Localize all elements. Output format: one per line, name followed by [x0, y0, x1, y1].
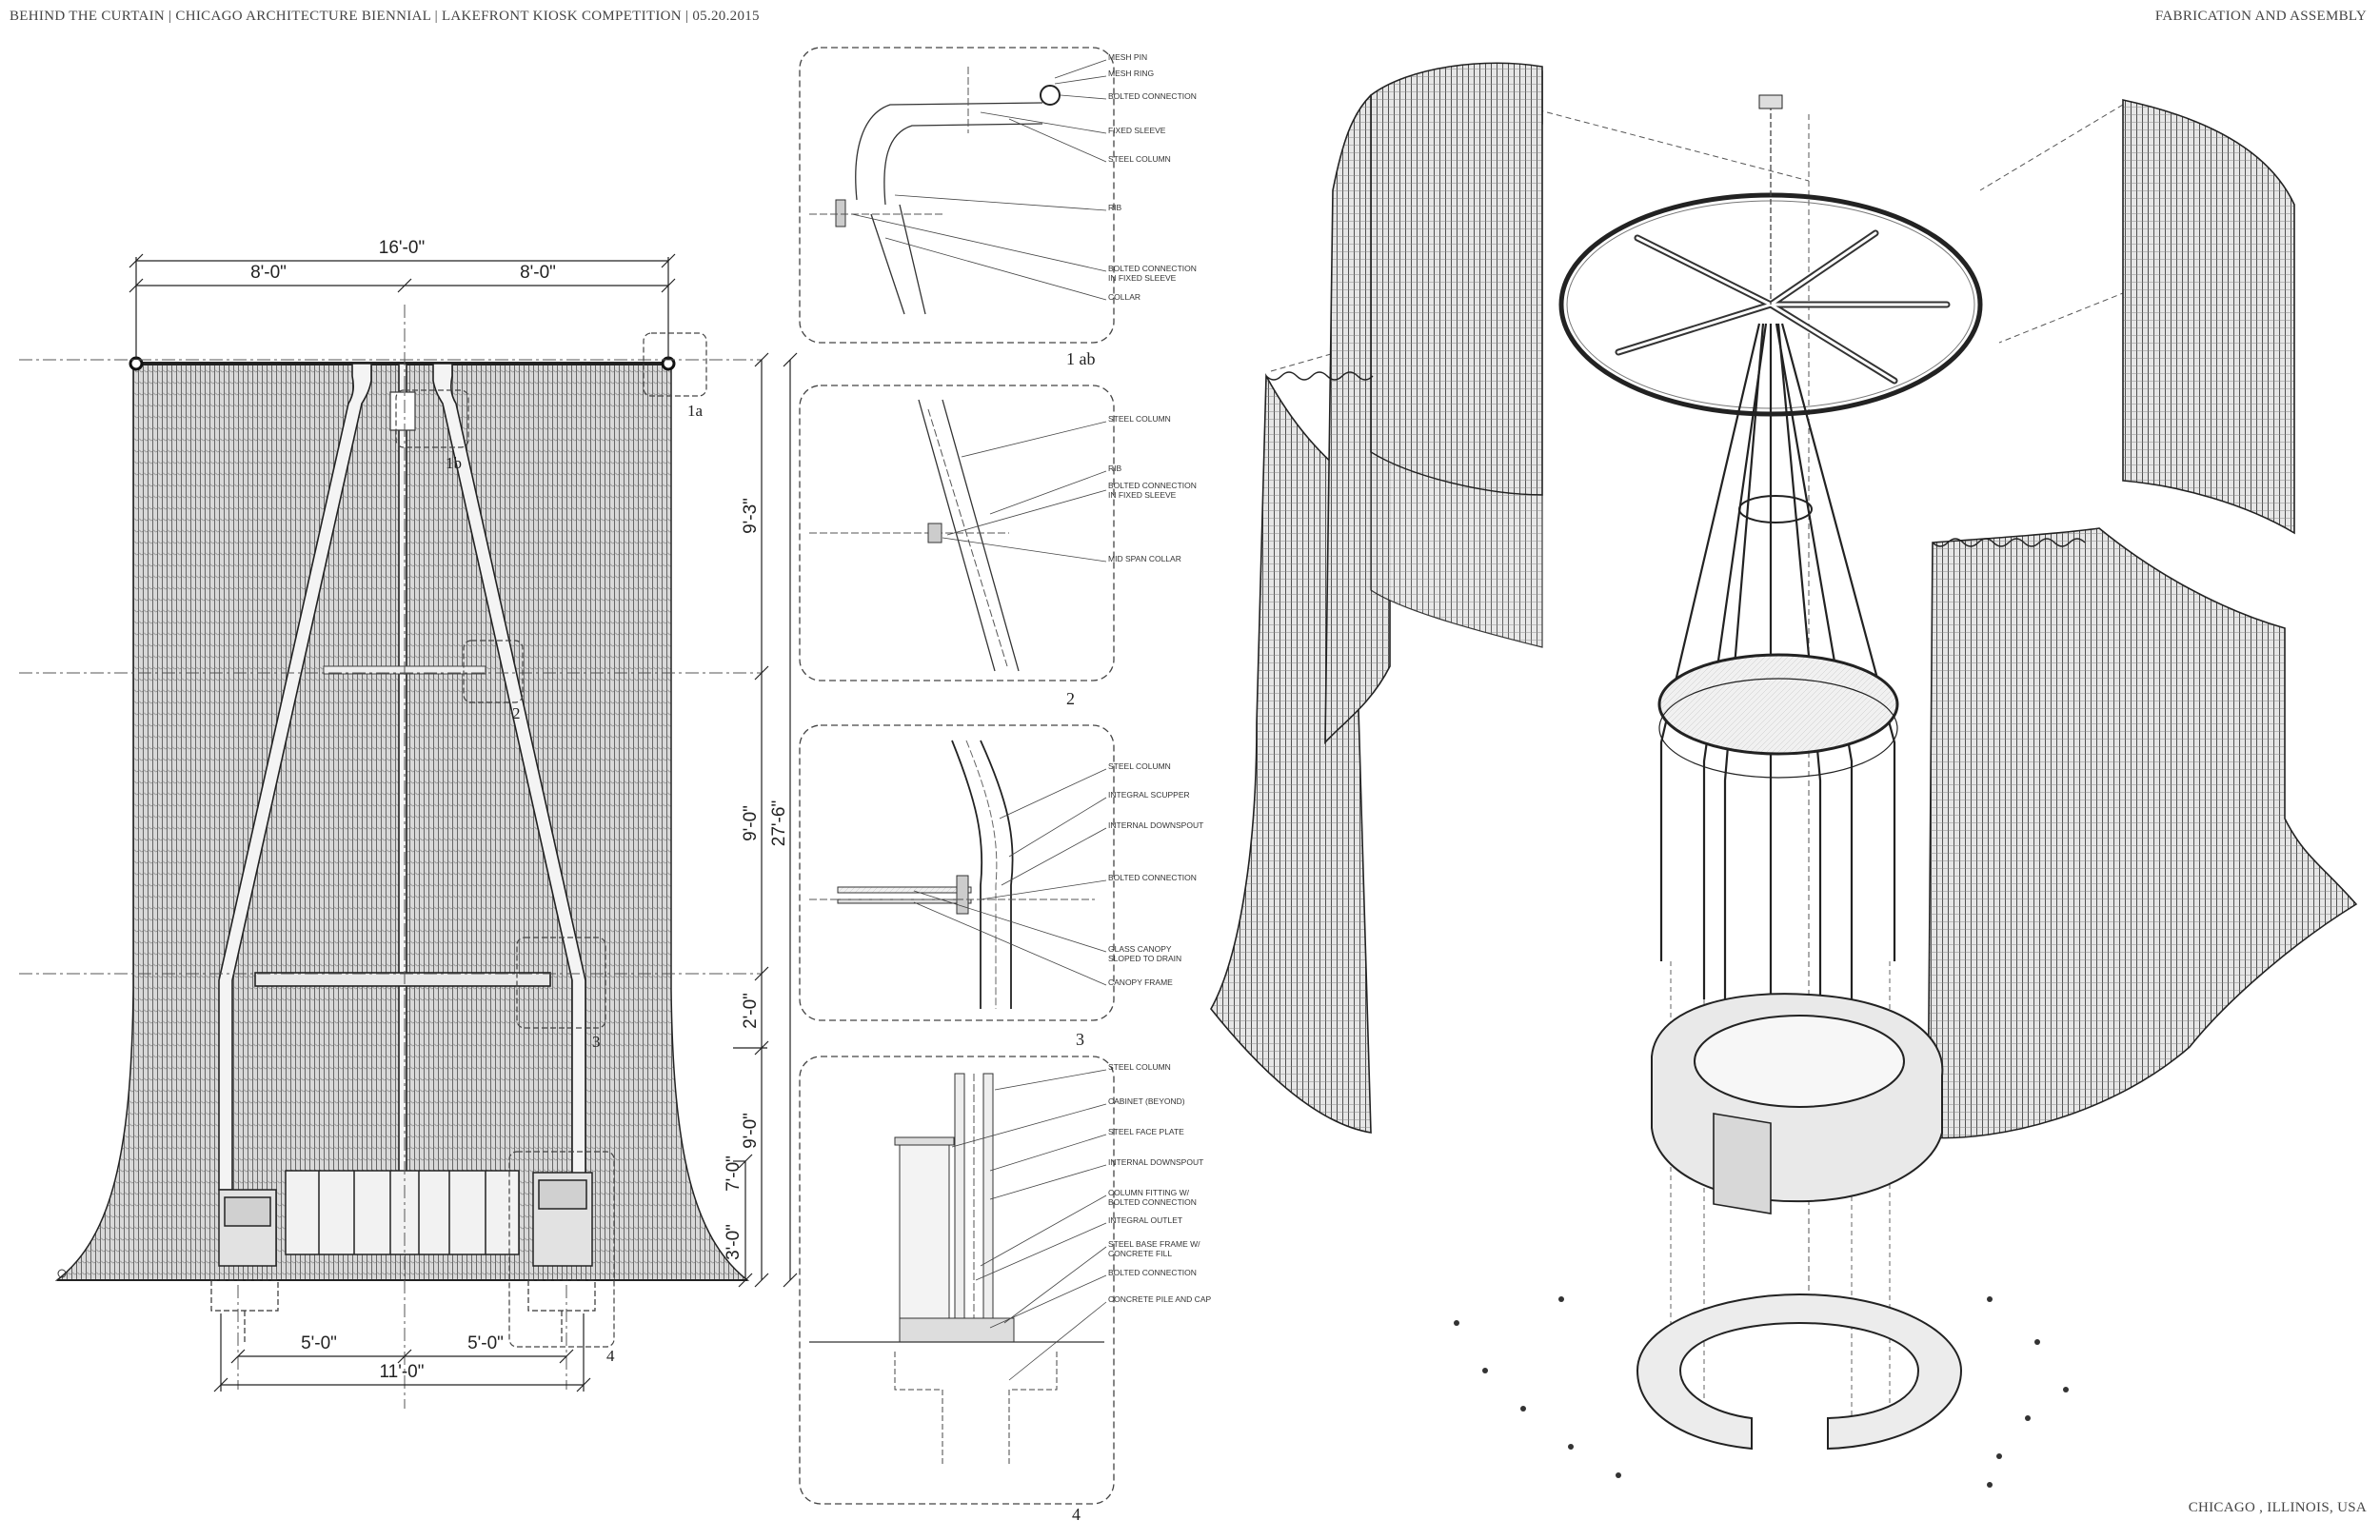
detail-3: STEEL COLUMN INTEGRAL SCUPPER INTERNAL DOW… [799, 724, 1203, 1049]
dim-overall-width: 16'-0" [379, 238, 425, 258]
detail-note: STEEL COLUMN [1108, 154, 1171, 164]
dim-base-width: 11'-0" [380, 1362, 425, 1382]
detail-1ab: MESH PIN MESH RING BOLTED CONNECTION FIXED … [799, 47, 1197, 368]
detail-note: COLUMN FITTING W/BOLTED CONNECTION [1108, 1188, 1197, 1207]
kiosk-elevation: 1a 1b 2 3 4 16'-0" 8'-0" 8'-0" [19, 238, 798, 1409]
detail-3-tag: 3 [1076, 1030, 1084, 1049]
detail-1ab-notes: MESH PIN MESH RING BOLTED CONNECTION FIXED … [1108, 52, 1197, 302]
base-frame-ring [1636, 1293, 1963, 1451]
detail-4-notes: STEEL COLUMN CABINET (BEYOND) STEEL FACE P… [1108, 1062, 1211, 1304]
sheet-title: BEHIND THE CURTAIN | CHICAGO ARCHITECTUR… [10, 9, 760, 24]
detail-note: CONCRETE PILE AND CAP [1108, 1294, 1211, 1304]
detail-note: RIB [1108, 203, 1122, 212]
callout-1a: 1a [687, 402, 704, 420]
dim-half-right: 8'-0" [520, 263, 556, 283]
dim-lower: 9'-0" [741, 1113, 761, 1149]
detail-note: CABINET (BEYOND) [1108, 1096, 1185, 1106]
canopy-frame [254, 972, 551, 987]
detail-note: MID SPAN COLLAR [1108, 554, 1181, 563]
detail-note: STEEL COLUMN [1108, 414, 1171, 424]
detail-note: INTERNAL DOWNSPOUT [1108, 820, 1203, 830]
callout-2: 2 [512, 704, 521, 722]
detail-2-tag: 2 [1066, 689, 1075, 708]
dim-total-height: 27'-6" [769, 800, 789, 846]
concrete-piles [1454, 1296, 2069, 1488]
callout-3: 3 [592, 1033, 601, 1051]
curtain-panel-back-left-main [1370, 62, 1543, 496]
detail-note: BOLTED CONNECTION [1108, 1268, 1197, 1277]
dim-cabinet: 7'-0" [724, 1155, 744, 1192]
curtain-panel-back-right [2122, 99, 2295, 535]
detail-note: STEEL BASE FRAME W/CONCRETE FILL [1108, 1239, 1200, 1258]
detail-4-tag: 4 [1072, 1505, 1081, 1524]
detail-note: COLLAR [1108, 292, 1140, 302]
footings [210, 1279, 596, 1342]
detail-note: BOLTED CONNECTION [1108, 91, 1197, 101]
dim-upper: 9'-3" [741, 498, 761, 534]
callout-4: 4 [606, 1347, 615, 1365]
dim-half-left: 8'-0" [250, 263, 287, 283]
detail-note: RIB [1108, 464, 1122, 473]
detail-note: MESH RING [1108, 69, 1154, 78]
dim-middle: 9'-0" [741, 805, 761, 841]
dim-base-left: 5'-0" [301, 1333, 337, 1353]
detail-note: STEEL COLUMN [1108, 1062, 1171, 1072]
project-location: CHICAGO , ILLINOIS, USA [2188, 1500, 2367, 1515]
detail-note: CANOPY FRAME [1108, 977, 1173, 987]
glass-canopy [1657, 653, 1899, 756]
detail-note: STEEL FACE PLATE [1108, 1127, 1184, 1136]
callout-1b: 1b [446, 454, 462, 472]
detail-4: STEEL COLUMN CABINET (BEYOND) STEEL FACE P… [799, 1056, 1211, 1524]
cabinet-ring [1651, 993, 1944, 1214]
detail-3-notes: STEEL COLUMN INTEGRAL SCUPPER INTERNAL DOW… [1108, 761, 1203, 987]
sheet-section-title: FABRICATION AND ASSEMBLY [2154, 9, 2367, 24]
detail-note: STEEL COLUMN [1108, 761, 1171, 771]
detail-note: INTERNAL DOWNSPOUT [1108, 1157, 1203, 1167]
cabinet-elevation [218, 1170, 593, 1267]
curtain-panel-right [1927, 527, 2358, 1139]
dim-base: 3'-0" [724, 1224, 744, 1260]
dim-base-right: 5'-0" [467, 1333, 504, 1353]
detail-note: INTEGRAL SCUPPER [1108, 790, 1190, 800]
detail-note: INTEGRAL OUTLET [1108, 1215, 1182, 1225]
detail-note: MESH PIN [1108, 52, 1147, 62]
dim-canopy: 2'-0" [741, 993, 761, 1029]
detail-note: FIXED SLEEVE [1108, 126, 1166, 135]
detail-1ab-tag: 1 ab [1066, 349, 1096, 368]
exploded-axonometric [1210, 62, 2358, 1488]
detail-note: BOLTED CONNECTION [1108, 873, 1197, 882]
